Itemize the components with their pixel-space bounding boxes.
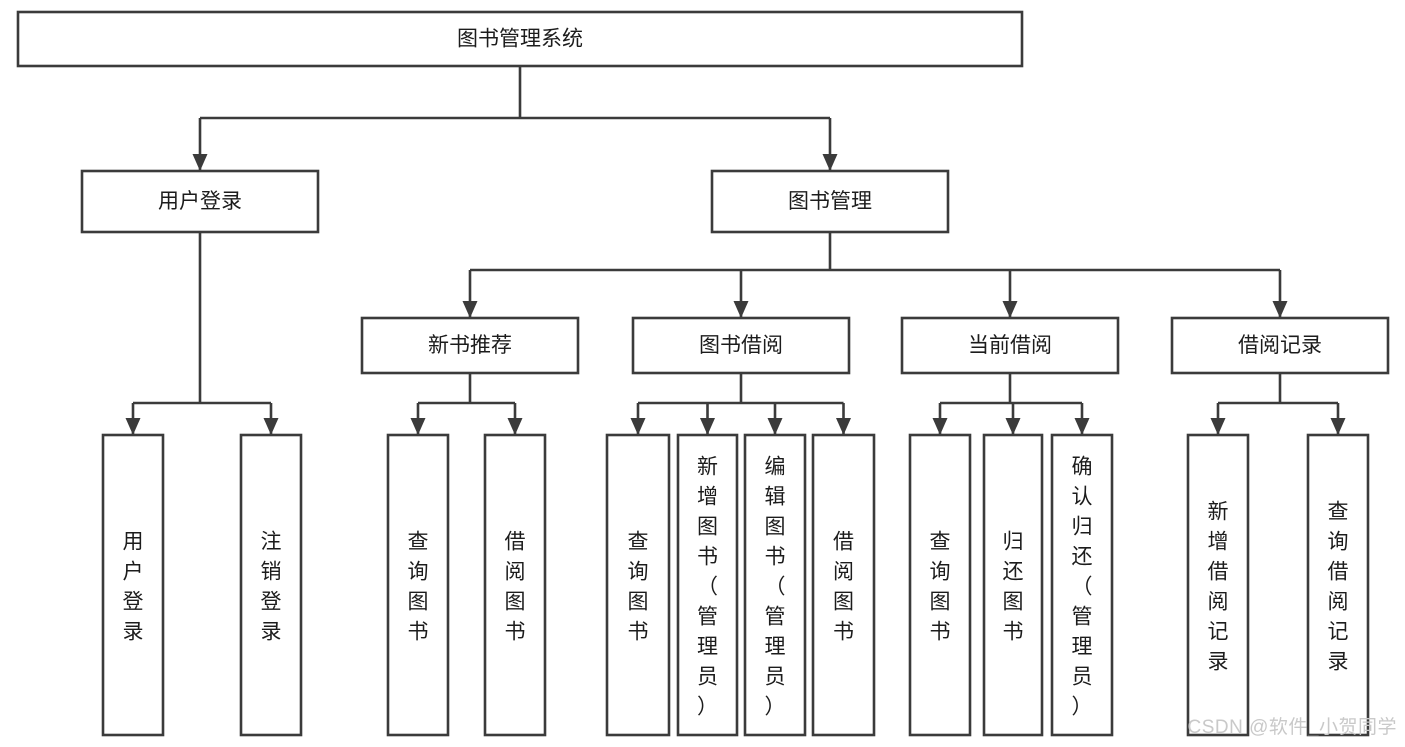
node-box xyxy=(900,316,1120,375)
node-label: 查询图书 xyxy=(930,530,951,643)
arrow-head-icon xyxy=(462,301,478,318)
node-box xyxy=(483,433,547,737)
node-box xyxy=(982,433,1044,737)
node-label: 查询图书 xyxy=(408,530,429,643)
node-label: 归还图书 xyxy=(1003,530,1024,643)
arrow-head-icon xyxy=(822,154,838,171)
arrow-head-icon xyxy=(630,418,646,435)
node-box xyxy=(1050,433,1114,737)
node-root-0[interactable]: 图书管理系统 xyxy=(16,10,1024,68)
node-leaf-1[interactable]: 注销登录 xyxy=(239,433,303,737)
node-l3-1[interactable]: 图书借阅 xyxy=(631,316,851,375)
node-l2-1[interactable]: 图书管理 xyxy=(710,169,950,234)
node-leaf-8[interactable]: 查询图书 xyxy=(908,433,972,737)
node-box xyxy=(743,433,807,737)
node-label: 图书借阅 xyxy=(699,334,783,357)
node-label: 查询图书 xyxy=(628,530,649,643)
arrow-head-icon xyxy=(1272,301,1288,318)
node-box xyxy=(1170,316,1390,375)
node-box xyxy=(1186,433,1250,737)
arrow-head-icon xyxy=(700,418,715,435)
arrow-head-icon xyxy=(836,418,851,435)
node-leaf-3[interactable]: 借阅图书 xyxy=(483,433,547,737)
node-leaf-9[interactable]: 归还图书 xyxy=(982,433,1044,737)
arrow-head-icon xyxy=(1005,418,1021,435)
arrow-head-icon xyxy=(192,154,208,171)
node-label: 图书管理 xyxy=(788,190,872,213)
arrow-head-icon xyxy=(767,418,783,435)
node-label: 借阅图书 xyxy=(505,530,526,643)
node-box xyxy=(239,433,303,737)
node-label: 图书管理系统 xyxy=(457,28,583,51)
arrow-head-icon xyxy=(507,418,523,435)
node-label: 借阅记录 xyxy=(1238,334,1322,357)
node-box xyxy=(16,10,1024,68)
node-box xyxy=(80,169,320,234)
node-box xyxy=(605,433,671,737)
node-label: 新增图书（管理员） xyxy=(697,455,718,718)
arrow-head-icon xyxy=(125,418,141,435)
node-box xyxy=(676,433,739,737)
node-label: 新增借阅记录 xyxy=(1208,500,1229,673)
diagram-nodes: 图书管理系统用户登录图书管理新书推荐图书借阅当前借阅借阅记录用户登录注销登录查询… xyxy=(16,10,1390,737)
node-label: 查询借阅记录 xyxy=(1328,500,1349,673)
arrow-head-icon xyxy=(1074,418,1090,435)
arrow-head-icon xyxy=(1330,418,1346,435)
node-box xyxy=(631,316,851,375)
arrow-head-icon xyxy=(1002,301,1018,318)
node-box xyxy=(811,433,876,737)
node-leaf-0[interactable]: 用户登录 xyxy=(101,433,165,737)
node-leaf-7[interactable]: 借阅图书 xyxy=(811,433,876,737)
node-label: 新书推荐 xyxy=(428,334,512,357)
node-label: 确认归还（管理员） xyxy=(1072,455,1093,718)
node-box xyxy=(386,433,450,737)
node-leaf-10[interactable]: 确认归还（管理员） xyxy=(1050,433,1114,737)
node-l3-3[interactable]: 借阅记录 xyxy=(1170,316,1390,375)
node-box xyxy=(908,433,972,737)
node-label: 编辑图书（管理员） xyxy=(765,455,786,718)
node-leaf-5[interactable]: 新增图书（管理员） xyxy=(676,433,739,737)
node-box xyxy=(710,169,950,234)
node-leaf-6[interactable]: 编辑图书（管理员） xyxy=(743,433,807,737)
node-leaf-4[interactable]: 查询图书 xyxy=(605,433,671,737)
node-l3-0[interactable]: 新书推荐 xyxy=(360,316,580,375)
node-label: 当前借阅 xyxy=(968,334,1052,357)
node-label: 注销登录 xyxy=(261,530,282,643)
node-label: 用户登录 xyxy=(158,190,242,213)
node-box xyxy=(1306,433,1370,737)
node-leaf-12[interactable]: 查询借阅记录 xyxy=(1306,433,1370,737)
arrow-head-icon xyxy=(733,301,749,318)
node-label: 用户登录 xyxy=(123,530,144,643)
node-l3-2[interactable]: 当前借阅 xyxy=(900,316,1120,375)
arrow-head-icon xyxy=(263,418,279,435)
arrow-head-icon xyxy=(932,418,948,435)
arrow-head-icon xyxy=(410,418,426,435)
node-box xyxy=(360,316,580,375)
arrow-head-icon xyxy=(1210,418,1226,435)
node-box xyxy=(101,433,165,737)
node-leaf-2[interactable]: 查询图书 xyxy=(386,433,450,737)
node-leaf-11[interactable]: 新增借阅记录 xyxy=(1186,433,1250,737)
node-label: 借阅图书 xyxy=(833,530,854,643)
node-l2-0[interactable]: 用户登录 xyxy=(80,169,320,234)
connector-lines xyxy=(125,66,1346,435)
